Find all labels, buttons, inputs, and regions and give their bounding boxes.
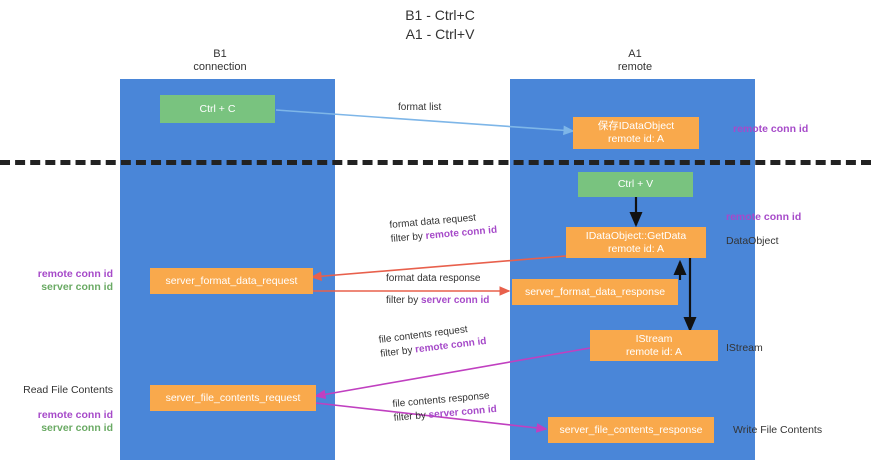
box-ctrl-c[interactable]: Ctrl + C (160, 95, 275, 123)
lane-title-a1: A1 remote (617, 48, 653, 73)
side-label-istream-text: IStream (726, 342, 763, 354)
edge-label-file-contents-response: file contents response filter by server … (392, 389, 497, 426)
filter-value-2: server conn id (421, 295, 490, 306)
box-idataobject-sublabel: remote id: A (607, 133, 665, 145)
edge-label-format-data-response-line2: filter by server conn id (386, 294, 489, 308)
lane-title-b1: B1 connection (193, 48, 247, 73)
side-label-dataobject: DataObject (726, 235, 779, 247)
side-label-read-file-green: server conn id (41, 422, 113, 434)
edge-label-format-list-line1: format list (398, 102, 442, 113)
side-label-remote-conn-id-top-text: remote conn id (733, 123, 809, 135)
side-label-remote-conn-id-middle-purple: remote conn id (726, 211, 802, 223)
phase-divider (0, 160, 871, 165)
box-server-format-data-request-label: server_format_data_request (165, 274, 298, 287)
edge-label-file-contents-request: file contents request filter by remote c… (378, 321, 487, 362)
box-getdata[interactable]: IDataObject::GetData remote id: A (566, 227, 706, 258)
box-getdata-label: IDataObject::GetData (585, 229, 687, 242)
box-server-format-data-response[interactable]: server_format_data_response (512, 279, 678, 305)
box-ctrl-v-label: Ctrl + V (617, 178, 654, 190)
box-idataobject-label: 保存IDataObject (597, 120, 675, 132)
edge-label-format-data-response-line1: format data response (386, 273, 481, 284)
box-istream-label: IStream (635, 332, 673, 345)
box-getdata-sublabel: remote id: A (607, 242, 665, 255)
side-label-remote-conn-id-top: remote conn id (733, 123, 808, 136)
box-server-file-contents-response-label: server_file_contents_response (559, 423, 703, 436)
side-label-read-file-contents: Read File Contents remote conn id server… (0, 384, 113, 435)
box-server-format-data-response-label: server_format_data_response (524, 285, 666, 298)
box-server-file-contents-request[interactable]: server_file_contents_request (150, 385, 316, 411)
filter-prefix-2: filter by (386, 295, 422, 306)
filter-prefix-3: filter by (379, 344, 416, 360)
box-server-file-contents-request-label: server_file_contents_request (165, 391, 301, 404)
side-label-istream: IStream (726, 342, 763, 355)
side-label-write-file-contents: Write File Contents (733, 424, 822, 437)
box-ctrl-v[interactable]: Ctrl + V (578, 172, 693, 197)
edge-label-format-list: format list (398, 101, 441, 115)
filter-prefix-4: filter by (393, 409, 430, 424)
side-label-write-file-contents-text: Write File Contents (733, 424, 823, 436)
side-label-read-file-contents-text: Read File Contents (23, 384, 113, 396)
side-label-conn-ids-middle-green: server conn id (41, 281, 113, 293)
filter-prefix-1: filter by (390, 230, 427, 245)
box-idataobject[interactable]: 保存IDataObject remote id: A (573, 117, 699, 149)
box-server-format-data-request[interactable]: server_format_data_request (150, 268, 313, 294)
side-label-conn-ids-middle-purple: remote conn id (37, 268, 113, 280)
page-title: B1 - Ctrl+C A1 - Ctrl+V (405, 7, 475, 42)
side-label-remote-conn-id-middle: remote conn id DataObject (726, 211, 801, 248)
box-istream[interactable]: IStream remote id: A (590, 330, 718, 361)
edge-label-format-data-request: format data request filter by remote con… (389, 210, 498, 247)
side-label-read-file-purple: remote conn id (37, 409, 113, 421)
box-server-file-contents-response[interactable]: server_file_contents_response (548, 417, 714, 443)
box-ctrl-c-label: Ctrl + C (199, 102, 236, 115)
edge-label-format-data-response: format data response filter by server co… (386, 272, 489, 308)
box-istream-sublabel: remote id: A (625, 345, 683, 358)
side-label-conn-ids-middle: remote conn id server conn id (0, 268, 113, 294)
